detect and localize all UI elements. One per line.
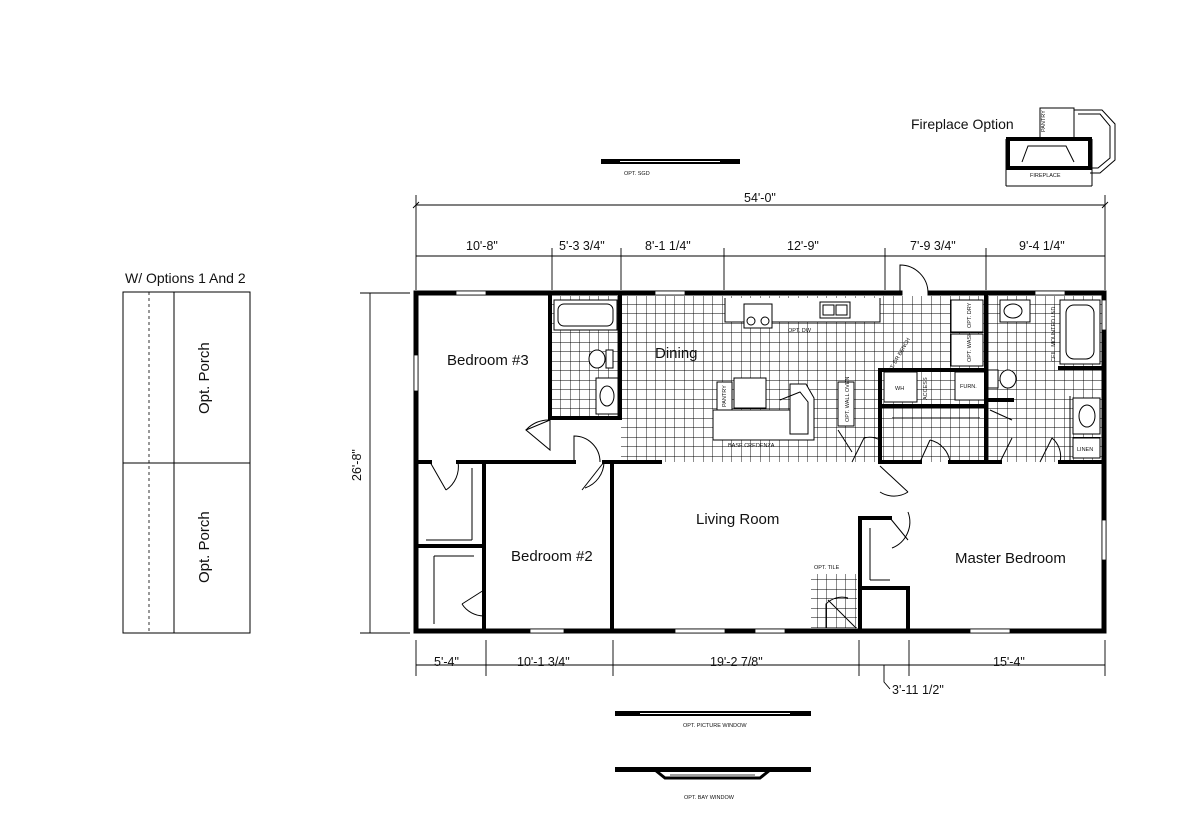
pantry-label: PANTRY — [722, 385, 728, 407]
fixtures: OPT. DW PANTRY BASE CREDENZA OPT. WALL O… — [553, 298, 1101, 629]
linen-closet — [1072, 437, 1101, 459]
options-panel: W/ Options 1 And 2 Opt. Porch Opt. Porch — [122, 270, 251, 634]
opt-wall-oven-label: OPT. WALL OVEN — [845, 377, 851, 422]
linen-label: LINEN — [1077, 447, 1093, 453]
kitchen-sink — [819, 301, 851, 319]
top-dimension-chain: 10'-8" 5'-3 3/4" 8'-1 1/4" 12'-9" 7'-9 3… — [416, 239, 1105, 290]
room-labels: Bedroom #3 Bedroom #2 Dining Living Room… — [447, 345, 1066, 567]
wh-label: WH — [895, 386, 904, 392]
island-pantry — [733, 377, 767, 409]
overall-width-dimension: 54'-0" — [412, 191, 1109, 290]
opt-picture-window: OPT. PICTURE WINDOW — [615, 711, 811, 729]
top-dim-6: 9'-4 1/4" — [1019, 239, 1065, 253]
fireplace-option-title: Fireplace Option — [911, 116, 1014, 132]
opt-porch-bottom-label: Opt. Porch — [196, 511, 213, 583]
opt-tile-area — [811, 574, 857, 628]
hall-bath-tub — [553, 299, 618, 331]
top-dim-1: 10'-8" — [466, 239, 498, 253]
opt-wall-oven — [837, 381, 855, 427]
dining-label: Dining — [655, 345, 698, 362]
opt-sgd-label: OPT. SGD — [624, 171, 650, 177]
bottom-dim-2: 10'-1 3/4" — [517, 655, 570, 669]
master-bath-sink — [1072, 397, 1101, 435]
fireplace-label: FIREPLACE — [1030, 173, 1061, 179]
ceil-mounted-label: CEIL. MOUNTED L&D — [1051, 307, 1057, 362]
top-dim-3: 8'-1 1/4" — [645, 239, 691, 253]
doors — [429, 264, 1062, 617]
hall-bath-vanity — [595, 377, 619, 415]
furnace — [954, 371, 986, 401]
top-dim-5: 7'-9 3/4" — [910, 239, 956, 253]
master-bedroom-label: Master Bedroom — [955, 550, 1066, 567]
opt-dw-label: OPT. DW — [788, 328, 812, 334]
access-label: ACCESS — [923, 377, 929, 400]
top-dim-2: 5'-3 3/4" — [559, 239, 605, 253]
opt-sgd: OPT. SGD — [601, 159, 740, 177]
hall-bath-toilet — [588, 349, 606, 369]
fireplace-hearth-outline — [1074, 109, 1116, 174]
base-credenza — [712, 383, 815, 441]
opt-dryer — [950, 299, 984, 333]
bottom-dim-3: 19'-2 7/8" — [710, 655, 763, 669]
options-panel-title: W/ Options 1 And 2 — [125, 270, 246, 286]
opt-wash-label: OPT. WASH — [967, 332, 973, 362]
master-bath-toilet — [999, 369, 1017, 389]
bedroom3-label: Bedroom #3 — [447, 352, 529, 369]
furn-label: FURN. — [960, 384, 977, 390]
entry-door-swing — [899, 264, 929, 294]
overall-depth-label: 26'-8" — [350, 449, 364, 481]
living-room-label: Living Room — [696, 511, 779, 528]
water-heater — [883, 371, 918, 403]
bottom-dimension-chain: 5'-4" 10'-1 3/4" 19'-2 7/8" 15'-4" 3'-11… — [415, 640, 1106, 697]
opt-picture-window-label: OPT. PICTURE WINDOW — [683, 723, 747, 729]
fireplace-box — [1006, 137, 1092, 170]
fireplace-option: Fireplace Option PANTRY FIREPLACE — [911, 107, 1116, 187]
opt-bay-window: OPT. BAY WINDOW — [615, 767, 811, 801]
opt-bay-window-label: OPT. BAY WINDOW — [684, 795, 735, 801]
bedroom2-label: Bedroom #2 — [511, 548, 593, 565]
overall-depth-dimension: 26'-8" — [350, 292, 410, 634]
base-credenza-label: BASE CREDENZA — [728, 443, 775, 449]
fireplace-pantry-label: PANTRY — [1041, 110, 1047, 132]
opt-washer — [950, 333, 984, 367]
walls — [413, 290, 1107, 634]
overall-width-label: 54'-0" — [744, 191, 776, 205]
bottom-dim-1: 5'-4" — [434, 655, 459, 669]
opt-tile-label: OPT. TILE — [814, 565, 840, 571]
opt-porch-top-label: Opt. Porch — [196, 342, 213, 414]
bottom-dim-small: 3'-11 1/2" — [892, 683, 944, 697]
opt-dry-label: OPT. DRY — [967, 302, 973, 328]
bottom-dim-4: 15'-4" — [993, 655, 1025, 669]
top-dim-4: 12'-9" — [787, 239, 819, 253]
